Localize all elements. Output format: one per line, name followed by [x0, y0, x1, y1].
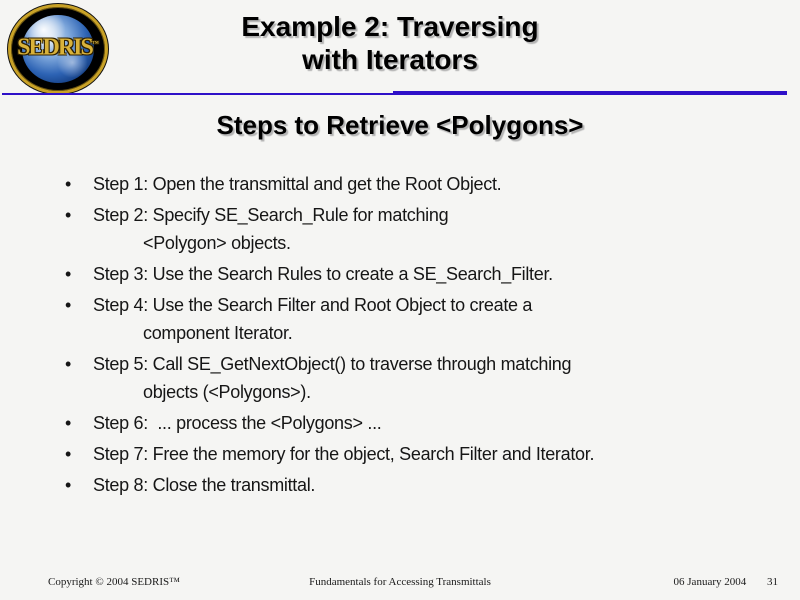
step-text: Step 1: Open the transmittal and get the… [93, 174, 502, 194]
bullet-icon: • [65, 205, 72, 225]
copyright-text: Copyright © 2004 SEDRIS™ [48, 576, 180, 588]
step-item: • Step 3: Use the Search Rules to create … [65, 260, 765, 288]
footer-date: 06 January 2004 [673, 576, 747, 588]
footer-right-group: 06 January 2004 31 [674, 576, 778, 588]
step-text: Step 7: Free the memory for the object, … [93, 444, 595, 464]
step-text: Step 3: Use the Search Rules to create a… [93, 264, 553, 284]
step-text: Step 8: Close the transmittal. [93, 475, 316, 495]
step-text-continuation: objects (<Polygons>). [143, 382, 311, 402]
bullet-icon: • [65, 475, 72, 495]
slide-title-line2: with Iterators [302, 44, 478, 75]
slide-title: Example 2: Traversing with Iterators [10, 10, 770, 76]
step-item: • Step 5: Call SE_GetNextObject() to trav… [65, 350, 765, 406]
footer-center-text: Fundamentals for Accessing Transmittals [309, 576, 491, 588]
content-heading: Steps to Retrieve <Polygons> [216, 110, 584, 140]
step-item: • Step 6: ... process the <Polygons> ... [65, 409, 765, 437]
logo-trademark: ™ [91, 39, 99, 48]
step-item: • Step 7: Free the memory for the object,… [65, 440, 765, 468]
logo-text: SEDRIS™ [11, 34, 105, 61]
slide-title-line1: Example 2: Traversing [241, 11, 539, 42]
step-text: Step 4: Use the Search Filter and Root O… [93, 295, 533, 315]
bullet-icon: • [65, 174, 72, 194]
footer: Copyright © 2004 SEDRIS™ Fundamentals fo… [0, 574, 800, 594]
step-text-continuation: <Polygon> objects. [143, 233, 291, 253]
steps-list: • Step 1: Open the transmittal and get th… [65, 170, 765, 502]
bullet-icon: • [65, 444, 72, 464]
logo-wordmark: SEDRIS [17, 34, 94, 61]
header-rule-right [393, 91, 787, 95]
step-item: • Step 8: Close the transmittal. [65, 471, 765, 499]
step-text: Step 6: ... process the <Polygons> ... [93, 413, 382, 433]
step-item: • Step 4: Use the Search Filter and Root … [65, 291, 765, 347]
bullet-icon: • [65, 354, 72, 374]
step-text: Step 5: Call SE_GetNextObject() to trave… [93, 354, 572, 374]
globe-icon [22, 15, 94, 83]
sedris-logo-icon: SEDRIS™ [8, 4, 108, 94]
bullet-icon: • [65, 413, 72, 433]
bullet-icon: • [65, 264, 72, 284]
bullet-icon: • [65, 295, 72, 315]
header-rule-left [2, 93, 393, 95]
step-item: • Step 2: Specify SE_Search_Rule for matc… [65, 201, 765, 257]
step-text: Step 2: Specify SE_Search_Rule for match… [93, 205, 449, 225]
step-item: • Step 1: Open the transmittal and get th… [65, 170, 765, 198]
step-text-continuation: component Iterator. [143, 323, 293, 343]
page-number: 31 [767, 576, 778, 588]
